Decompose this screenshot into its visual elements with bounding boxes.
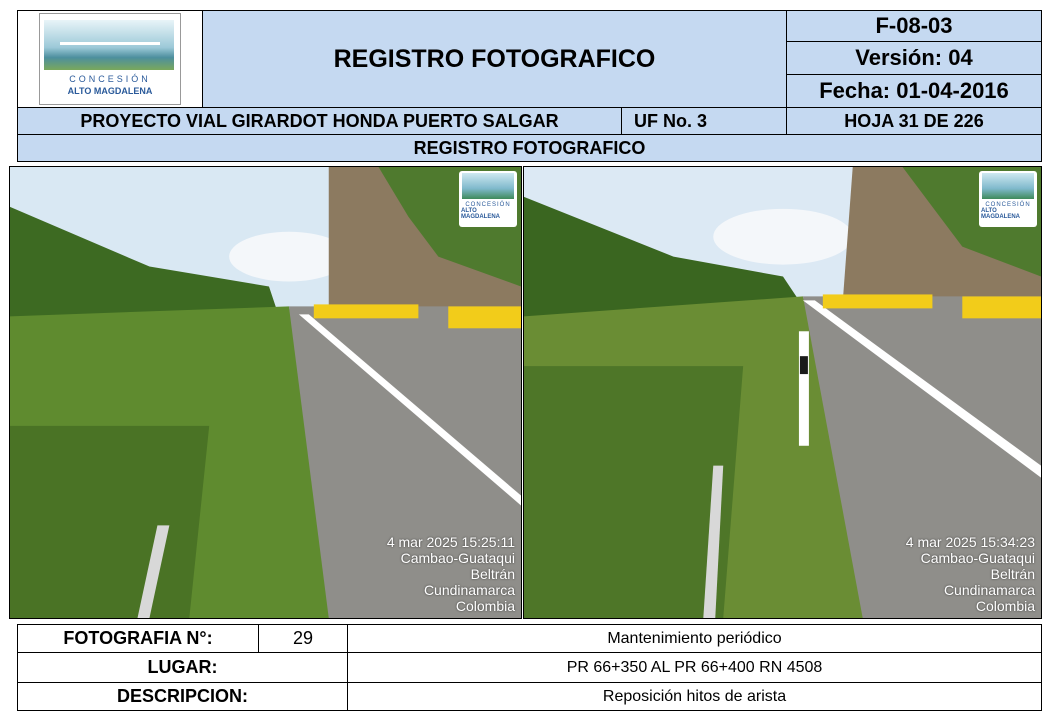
sheet-number: HOJA 31 DE 226	[786, 107, 1042, 135]
logo-brand: CONCESIÓN	[69, 74, 151, 84]
form-code: F-08-03	[786, 10, 1042, 42]
desc-value: Reposición hitos de arista	[347, 682, 1042, 711]
section-title: REGISTRO FOTOGRAFICO	[17, 134, 1042, 162]
lugar-label: LUGAR:	[17, 652, 348, 683]
photo-left: CONCESIÓN ALTO MAGDALENA 4 mar 2025 15:2…	[9, 166, 522, 619]
photo-left-stamp: 4 mar 2025 15:25:11 Cambao-Guataqui Belt…	[386, 534, 515, 614]
form-version: Versión: 04	[786, 41, 1042, 75]
form-date: Fecha: 01-04-2016	[786, 74, 1042, 108]
photo-right: CONCESIÓN ALTO MAGDALENA 4 mar 2025 15:3…	[523, 166, 1042, 619]
foto-number: 29	[258, 624, 348, 653]
photo-right-stamp: 4 mar 2025 15:34:23 Cambao-Guataqui Belt…	[905, 534, 1035, 614]
logo-cell: CONCESIÓN ALTO MAGDALENA	[17, 10, 203, 108]
document-title: REGISTRO FOTOGRAFICO	[202, 10, 787, 108]
activity-value: Mantenimiento periódico	[347, 624, 1042, 653]
lugar-value: PR 66+350 AL PR 66+400 RN 4508	[347, 652, 1042, 683]
photo-left-watermark: CONCESIÓN ALTO MAGDALENA	[459, 171, 517, 227]
photo-left-scene	[10, 167, 521, 618]
photo-right-watermark: CONCESIÓN ALTO MAGDALENA	[979, 171, 1037, 227]
project-name: PROYECTO VIAL GIRARDOT HONDA PUERTO SALG…	[17, 107, 622, 135]
company-logo: CONCESIÓN ALTO MAGDALENA	[39, 13, 181, 105]
uf-number: UF No. 3	[621, 107, 787, 135]
desc-label: DESCRIPCION:	[17, 682, 348, 711]
foto-label: FOTOGRAFIA N°:	[17, 624, 259, 653]
logo-text: ALTO MAGDALENA	[67, 86, 153, 96]
